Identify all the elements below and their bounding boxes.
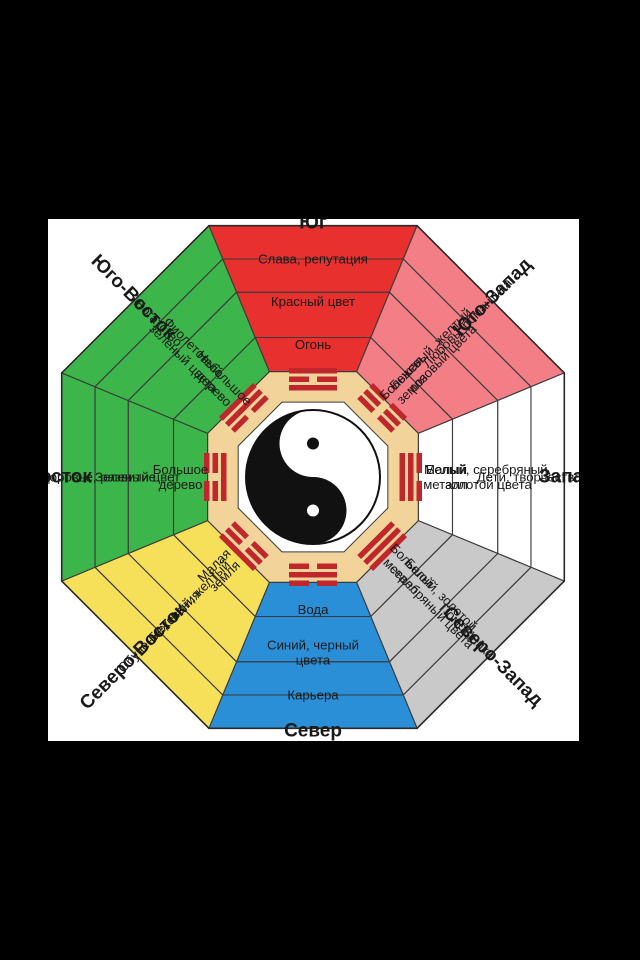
trigram-east [204,453,227,501]
sector-northeast [60,519,271,730]
trigram-southeast [218,382,269,433]
yin-yang-icon [245,409,381,545]
north-ring3-text: Карьера [287,688,339,703]
trigram-northeast [218,521,269,572]
south-ring3-text: Слава, репутация [258,252,368,267]
trigram-southwest [357,382,408,433]
west-ring2-text: золотой цвета [445,477,532,492]
sector-north [208,581,418,729]
west-ring2-text: Белый, серебряный, [426,462,552,477]
west-title: Запад [539,467,579,488]
west-ring3-text: Дети, творчество, [477,470,579,485]
trigram-south [289,368,337,391]
sector-west [417,372,565,582]
north-title: Север [284,721,342,742]
east-title: Восток [48,467,92,488]
east-ring1-text: Большое [153,462,209,477]
south-ring2-text: Красный цвет [271,294,355,309]
west-ring1-text: металл [423,477,468,492]
north-ring1-text: Вода [298,602,330,617]
east-ring3-text: Здоровье, развитие [48,470,156,485]
east-ring2-text: Зеленый цвет [95,470,180,485]
south-title: Юг [299,219,327,234]
north-ring2-text: Синий, черный [267,638,359,653]
sector-east [61,372,209,582]
sector-northwest [355,519,566,730]
sector-southeast [60,224,271,435]
trigram-north [289,563,337,586]
octagon-outline [60,224,566,730]
sector-southwest [355,224,566,435]
trigram-northwest [357,521,408,572]
south-ring1-text: Огонь [295,337,331,352]
west-ring1-text: Малый [424,462,467,477]
north-ring2-text: цвета [296,653,331,668]
trigram-west [399,453,422,501]
east-ring1-text: дерево [159,477,203,492]
